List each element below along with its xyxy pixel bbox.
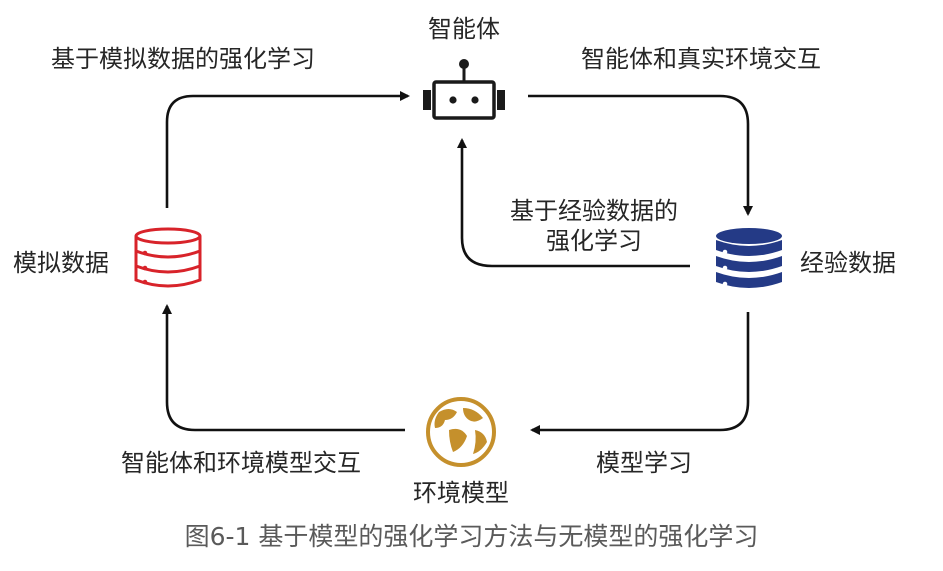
database-icon — [134, 227, 202, 288]
simulated-data-label: 模拟数据 — [13, 249, 109, 277]
figure-caption: 图6-1 基于模型的强化学习方法与无模型的强化学习 — [184, 522, 759, 551]
edge-label-experience-to-agent-line2: 强化学习 — [546, 227, 642, 255]
edge-label-agent-to-experience: 智能体和真实环境交互 — [581, 45, 821, 73]
arrow-simulated-to-agent — [165, 91, 410, 208]
environment-model-label: 环境模型 — [413, 479, 509, 507]
arrow-model-to-simulated — [162, 304, 405, 432]
edge-label-experience-to-model: 模型学习 — [596, 449, 692, 477]
experience-data-label: 经验数据 — [800, 249, 896, 277]
robot-icon — [423, 59, 505, 120]
agent-label: 智能体 — [428, 15, 500, 43]
arrow-experience-to-agent — [457, 138, 690, 268]
edge-label-model-to-simulated: 智能体和环境模型交互 — [121, 449, 361, 477]
database-icon — [716, 228, 782, 288]
edge-label-simulated-to-agent: 基于模拟数据的强化学习 — [51, 45, 315, 73]
arrow-experience-to-model — [530, 312, 750, 435]
edge-label-experience-to-agent-line1: 基于经验数据的 — [510, 197, 678, 225]
globe-icon — [426, 397, 496, 467]
arrow-agent-to-experience — [528, 94, 753, 216]
